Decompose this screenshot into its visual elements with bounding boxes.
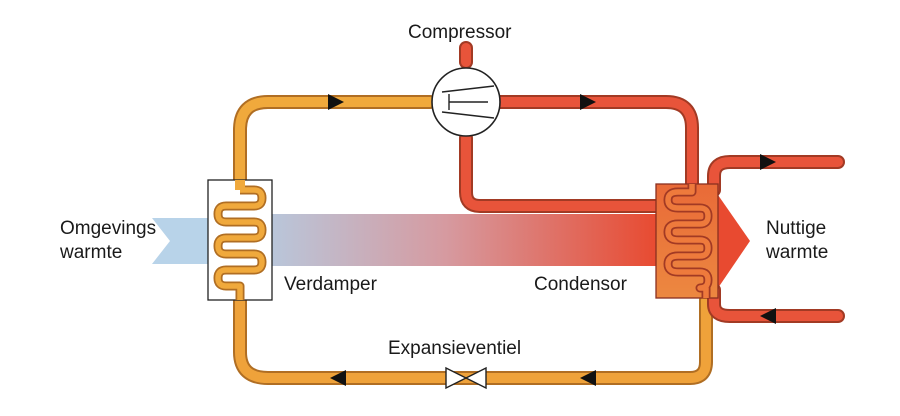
ambient-heat-label-line2: warmte [60, 242, 123, 263]
compressor [431, 67, 501, 137]
ambient-heat-arrow [152, 218, 208, 264]
compressor-label: Compressor [408, 22, 512, 43]
heat-flow-band [152, 195, 750, 288]
flow-arrows [328, 94, 776, 386]
expansion-valve-label: Expansieventiel [388, 338, 522, 359]
flow-arrow-top-right [580, 94, 596, 110]
flow-arrow-hot-water-out [760, 154, 776, 170]
flow-arrow-hot-water-return [760, 308, 776, 324]
flow-arrow-top-left [328, 94, 344, 110]
useful-heat-label-line1: Nuttige [766, 218, 827, 239]
condenser-label: Condensor [534, 274, 627, 295]
useful-heat-label-line2: warmte [766, 242, 829, 263]
expansion-valve [445, 366, 487, 390]
warm-piping [459, 41, 845, 323]
evaporator [207, 179, 273, 301]
flow-arrow-bottom-left [330, 370, 346, 386]
ambient-heat-label-line1: Omgevings [60, 218, 157, 239]
heat-transfer-gradient [272, 214, 658, 266]
flow-arrow-bottom-right [580, 370, 596, 386]
useful-heat-arrow [718, 195, 750, 288]
condenser [655, 183, 719, 299]
evaporator-label: Verdamper [284, 274, 377, 295]
